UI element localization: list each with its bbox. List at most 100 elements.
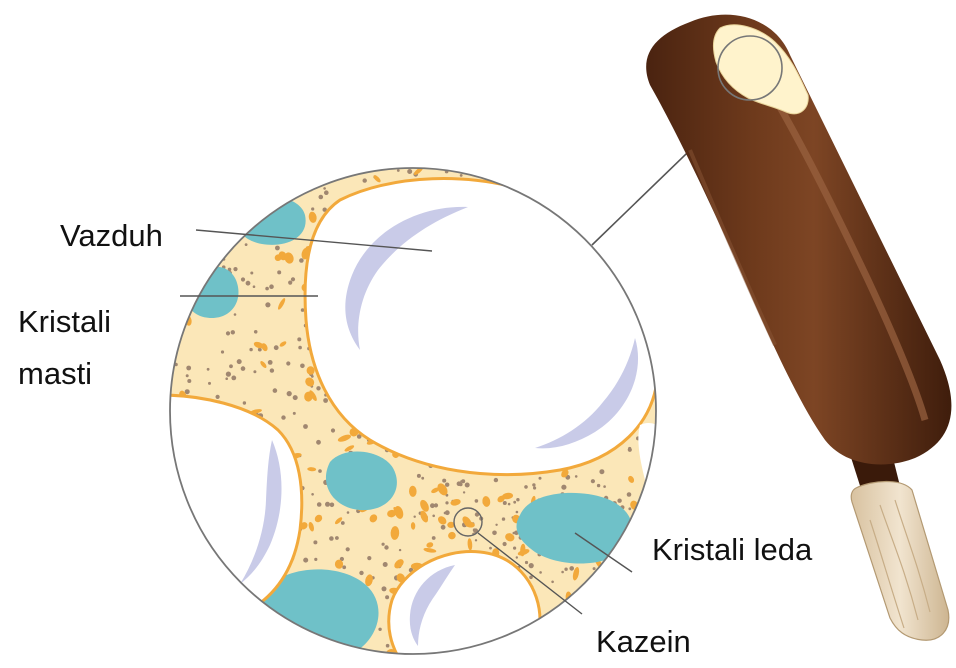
casein-dot — [311, 493, 314, 496]
casein-dot — [174, 638, 179, 643]
fat-globule — [266, 638, 275, 651]
casein-dot — [606, 257, 610, 261]
casein-dot — [179, 623, 182, 626]
casein-dot — [178, 615, 182, 619]
fat-globule — [193, 227, 201, 235]
casein-dot — [608, 260, 613, 265]
casein-dot — [638, 599, 643, 604]
casein-dot — [598, 591, 601, 594]
casein-dot — [241, 366, 246, 371]
casein-dot — [638, 180, 643, 185]
fat-globule — [185, 204, 193, 211]
casein-dot — [475, 499, 479, 503]
casein-dot — [185, 606, 189, 610]
casein-dot — [648, 517, 651, 520]
casein-dot — [457, 481, 462, 486]
fat-globule — [242, 594, 253, 605]
fat-globule — [179, 653, 187, 663]
casein-dot — [243, 178, 247, 182]
casein-dot — [529, 563, 534, 568]
fat-globule — [234, 644, 241, 652]
fat-globule — [288, 642, 297, 655]
casein-dot — [239, 613, 243, 617]
casein-dot — [656, 506, 660, 510]
casein-dot — [407, 169, 412, 174]
casein-dot — [529, 636, 534, 641]
casein-dot — [252, 207, 255, 210]
fat-globule — [231, 634, 239, 642]
casein-dot — [430, 503, 435, 508]
casein-dot — [592, 613, 596, 617]
casein-dot — [191, 527, 196, 532]
fat-globule — [636, 178, 648, 187]
casein-dot — [597, 233, 601, 237]
casein-dot — [347, 511, 350, 514]
casein-dot — [293, 395, 298, 400]
label-casein: Kazein — [596, 626, 691, 657]
fat-globule — [547, 172, 559, 179]
fat-globule — [287, 626, 295, 638]
casein-dot — [646, 319, 650, 323]
casein-dot — [188, 306, 191, 309]
casein-dot — [316, 440, 321, 445]
casein-dot — [620, 558, 623, 561]
casein-dot — [601, 604, 606, 609]
casein-dot — [569, 214, 574, 219]
casein-dot — [385, 595, 389, 599]
casein-dot — [597, 484, 600, 487]
casein-dot — [615, 587, 619, 591]
casein-dot — [207, 368, 210, 371]
casein-dot — [186, 374, 189, 377]
casein-dot — [639, 606, 643, 610]
casein-dot — [648, 583, 651, 586]
casein-dot — [503, 501, 507, 505]
casein-dot — [620, 271, 623, 274]
casein-dot — [441, 525, 446, 530]
casein-dot — [617, 499, 621, 503]
casein-dot — [601, 181, 605, 185]
casein-dot — [531, 179, 534, 182]
casein-dot — [636, 543, 640, 547]
casein-dot — [599, 469, 604, 474]
casein-dot — [274, 187, 278, 191]
casein-dot — [187, 650, 191, 654]
casein-dot — [265, 302, 270, 307]
casein-dot — [519, 648, 524, 653]
casein-dot — [514, 648, 519, 653]
casein-dot — [631, 529, 635, 533]
casein-dot — [291, 277, 295, 281]
casein-dot — [636, 204, 639, 207]
fat-globule — [170, 556, 183, 569]
casein-dot — [314, 657, 317, 660]
casein-dot — [174, 655, 177, 658]
casein-dot — [589, 581, 593, 585]
casein-dot — [208, 382, 211, 385]
casein-dot — [570, 637, 575, 642]
casein-dot — [569, 566, 574, 571]
casein-dot — [286, 361, 290, 365]
casein-dot — [274, 345, 279, 350]
casein-dot — [598, 225, 601, 228]
casein-dot — [621, 549, 626, 554]
casein-dot — [188, 231, 192, 235]
fat-globule — [547, 625, 557, 636]
casein-dot — [172, 648, 177, 653]
casein-dot — [475, 539, 477, 541]
casein-dot — [432, 536, 436, 540]
casein-dot — [311, 207, 314, 210]
casein-dot — [193, 545, 197, 549]
casein-dot — [382, 543, 385, 546]
casein-dot — [303, 424, 308, 429]
casein-dot — [614, 195, 617, 198]
casein-dot — [516, 498, 519, 501]
casein-dot — [513, 501, 516, 504]
fat-globule — [196, 539, 206, 546]
casein-dot — [655, 262, 659, 266]
casein-dot — [210, 191, 213, 194]
casein-dot — [304, 173, 309, 178]
casein-dot — [638, 270, 643, 275]
casein-dot — [575, 475, 578, 478]
casein-dot — [208, 622, 213, 627]
casein-dot — [628, 448, 632, 452]
